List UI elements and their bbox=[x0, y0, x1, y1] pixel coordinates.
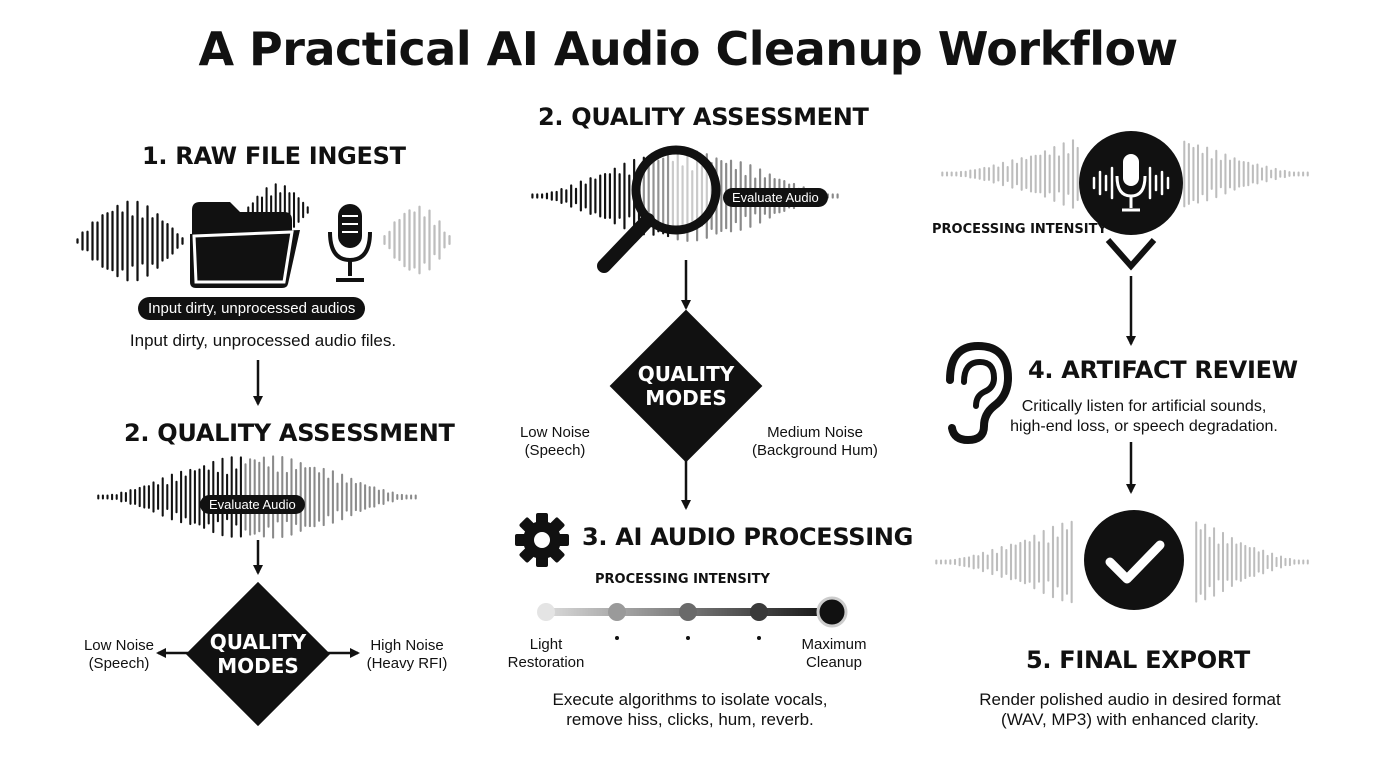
ingest-pill: Input dirty, unprocessed audios bbox=[138, 297, 366, 320]
decision2-line1: QUALITY bbox=[637, 362, 735, 386]
evaluate-audio-pill: Evaluate Audio bbox=[200, 495, 305, 514]
decision-line2: MODES bbox=[217, 654, 299, 678]
waveform-icon bbox=[941, 139, 1079, 209]
processing-intensity-label-right: PROCESSING INTENSITY bbox=[932, 222, 1107, 237]
export-description: Render polished audio in desired format … bbox=[958, 690, 1302, 730]
slider-stop-3 bbox=[679, 603, 697, 621]
high-noise-label: High Noise (Heavy RFI) bbox=[352, 637, 462, 673]
slider-min-line2: Restoration bbox=[507, 654, 585, 671]
medium-noise-line1: Medium Noise bbox=[767, 424, 863, 441]
processing-desc-line1: Execute algorithms to isolate vocals, bbox=[552, 690, 828, 709]
checkmark-icon bbox=[1105, 540, 1165, 584]
step2-heading-left: 2. QUALITY ASSESSMENT bbox=[124, 419, 455, 447]
quality-modes-decision-left: QUALITY MODES bbox=[185, 581, 331, 727]
step5-heading: 5. FINAL EXPORT bbox=[1026, 646, 1250, 674]
slider-max-line2: Cleanup bbox=[806, 654, 862, 671]
review-description: Critically listen for artificial sounds,… bbox=[994, 397, 1294, 437]
slider-max-line1: Maximum bbox=[801, 636, 867, 653]
slider-max-label: Maximum Cleanup bbox=[784, 636, 884, 672]
low-noise-line2: (Speech) bbox=[88, 655, 150, 672]
review-desc-line2: high-end loss, or speech degradation. bbox=[1010, 418, 1278, 435]
decision-line1: QUALITY bbox=[209, 630, 307, 654]
processing-intensity-slider[interactable] bbox=[532, 592, 852, 652]
medium-noise-label: Medium Noise (Background Hum) bbox=[740, 424, 890, 460]
slider-stop-2 bbox=[608, 603, 626, 621]
quality-modes-decision-center: QUALITY MODES bbox=[609, 309, 763, 463]
waveform-icon bbox=[383, 205, 451, 275]
medium-noise-line2: (Background Hum) bbox=[752, 442, 878, 459]
export-desc-line2: (WAV, MP3) with enhanced clarity. bbox=[1001, 710, 1259, 729]
slider-min-line1: Light bbox=[529, 636, 563, 653]
high-noise-line2: (Heavy RFI) bbox=[366, 655, 448, 672]
step2-heading-center: 2. QUALITY ASSESSMENT bbox=[538, 103, 869, 131]
slider-min-label: Light Restoration bbox=[496, 636, 596, 672]
microphone-icon bbox=[328, 204, 372, 282]
export-desc-line1: Render polished audio in desired format bbox=[979, 690, 1281, 709]
processing-intensity-label-center: PROCESSING INTENSITY bbox=[595, 572, 770, 587]
step4-heading: 4. ARTIFACT REVIEW bbox=[1028, 356, 1298, 384]
ingest-description: Input dirty, unprocessed audio files. bbox=[129, 331, 397, 350]
slider-tick-3 bbox=[686, 636, 690, 640]
slider-stop-4 bbox=[750, 603, 768, 621]
page-title: A Practical AI Audio Cleanup Workflow bbox=[198, 22, 1178, 76]
slider-thumb[interactable] bbox=[816, 596, 848, 628]
evaluate-audio-pill-center: Evaluate Audio bbox=[723, 188, 828, 207]
slider-tick-4 bbox=[757, 636, 761, 640]
microphone-icon bbox=[1115, 154, 1147, 212]
processing-desc-line2: remove hiss, clicks, hum, reverb. bbox=[566, 710, 814, 729]
folder-icon bbox=[190, 202, 300, 288]
high-noise-line1: High Noise bbox=[370, 637, 444, 654]
slider-tick-2 bbox=[615, 636, 619, 640]
slider-stop-1 bbox=[537, 603, 555, 621]
decision2-line2: MODES bbox=[645, 386, 727, 410]
low-noise-line1: Low Noise bbox=[83, 637, 155, 654]
magnifier-icon bbox=[597, 145, 721, 273]
step3-heading: 3. AI AUDIO PROCESSING bbox=[582, 523, 914, 551]
review-desc-line1: Critically listen for artificial sounds, bbox=[1021, 398, 1267, 415]
step1-heading: 1. RAW FILE INGEST bbox=[142, 142, 406, 170]
microphone-badge bbox=[1079, 131, 1183, 271]
low-noise-label-center: Low Noise (Speech) bbox=[500, 424, 610, 460]
checkmark-badge bbox=[1084, 510, 1184, 610]
gear-icon bbox=[515, 513, 569, 567]
waveform-icon bbox=[76, 200, 184, 282]
processing-description: Execute algorithms to isolate vocals, re… bbox=[500, 690, 880, 730]
chevron-down-icon bbox=[1105, 238, 1157, 271]
low-noise-label-left: Low Noise (Speech) bbox=[64, 637, 174, 673]
waveform-icon bbox=[935, 520, 1073, 604]
waveform-icon bbox=[1183, 140, 1309, 208]
low-noise2-line1: Low Noise bbox=[519, 424, 591, 441]
waveform-icon bbox=[1195, 521, 1309, 603]
low-noise2-line2: (Speech) bbox=[524, 442, 586, 459]
ear-icon bbox=[946, 341, 1013, 445]
